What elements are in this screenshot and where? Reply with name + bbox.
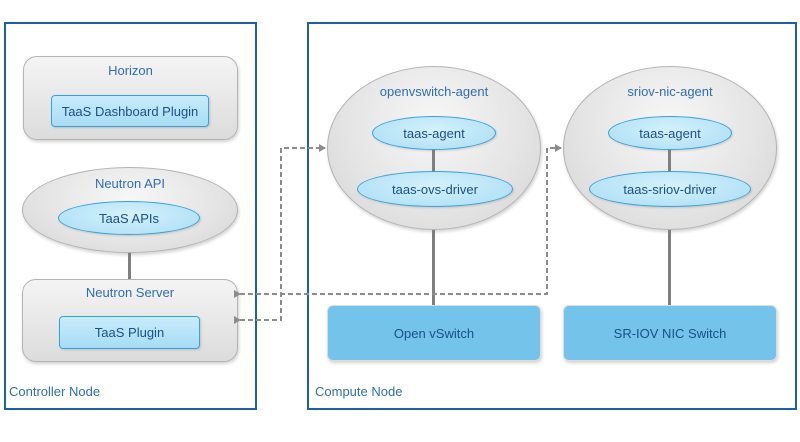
- open-vswitch: Open vSwitch: [327, 305, 541, 361]
- sriov-taas-agent: taas-agent: [608, 116, 732, 150]
- taas-dashboard-plugin: TaaS Dashboard Plugin: [51, 95, 209, 127]
- sriov-agent-to-switch-connector: [668, 230, 671, 306]
- server-to-sriov-agent-dashed-connector: [234, 144, 562, 298]
- horizon-title: Horizon: [108, 63, 153, 78]
- controller-node-label: Controller Node: [9, 384, 101, 399]
- openvswitch-agent-title: openvswitch-agent: [379, 84, 489, 99]
- sriov-nic-agent-title: sriov-nic-agent: [627, 84, 713, 99]
- compute-node-label: Compute Node: [315, 384, 403, 399]
- taas-plugin: TaaS Plugin: [59, 316, 200, 349]
- api-to-server-connector: [128, 253, 131, 280]
- sriov-nic-switch: SR-IOV NIC Switch: [563, 305, 777, 361]
- neutron-server-title: Neutron Server: [85, 285, 175, 300]
- sriov-agent-to-driver-connector: [668, 150, 671, 172]
- taas-sriov-driver: taas-sriov-driver: [589, 171, 751, 207]
- taas-apis: TaaS APIs: [58, 201, 200, 235]
- neutron-api-title: Neutron API: [94, 176, 166, 191]
